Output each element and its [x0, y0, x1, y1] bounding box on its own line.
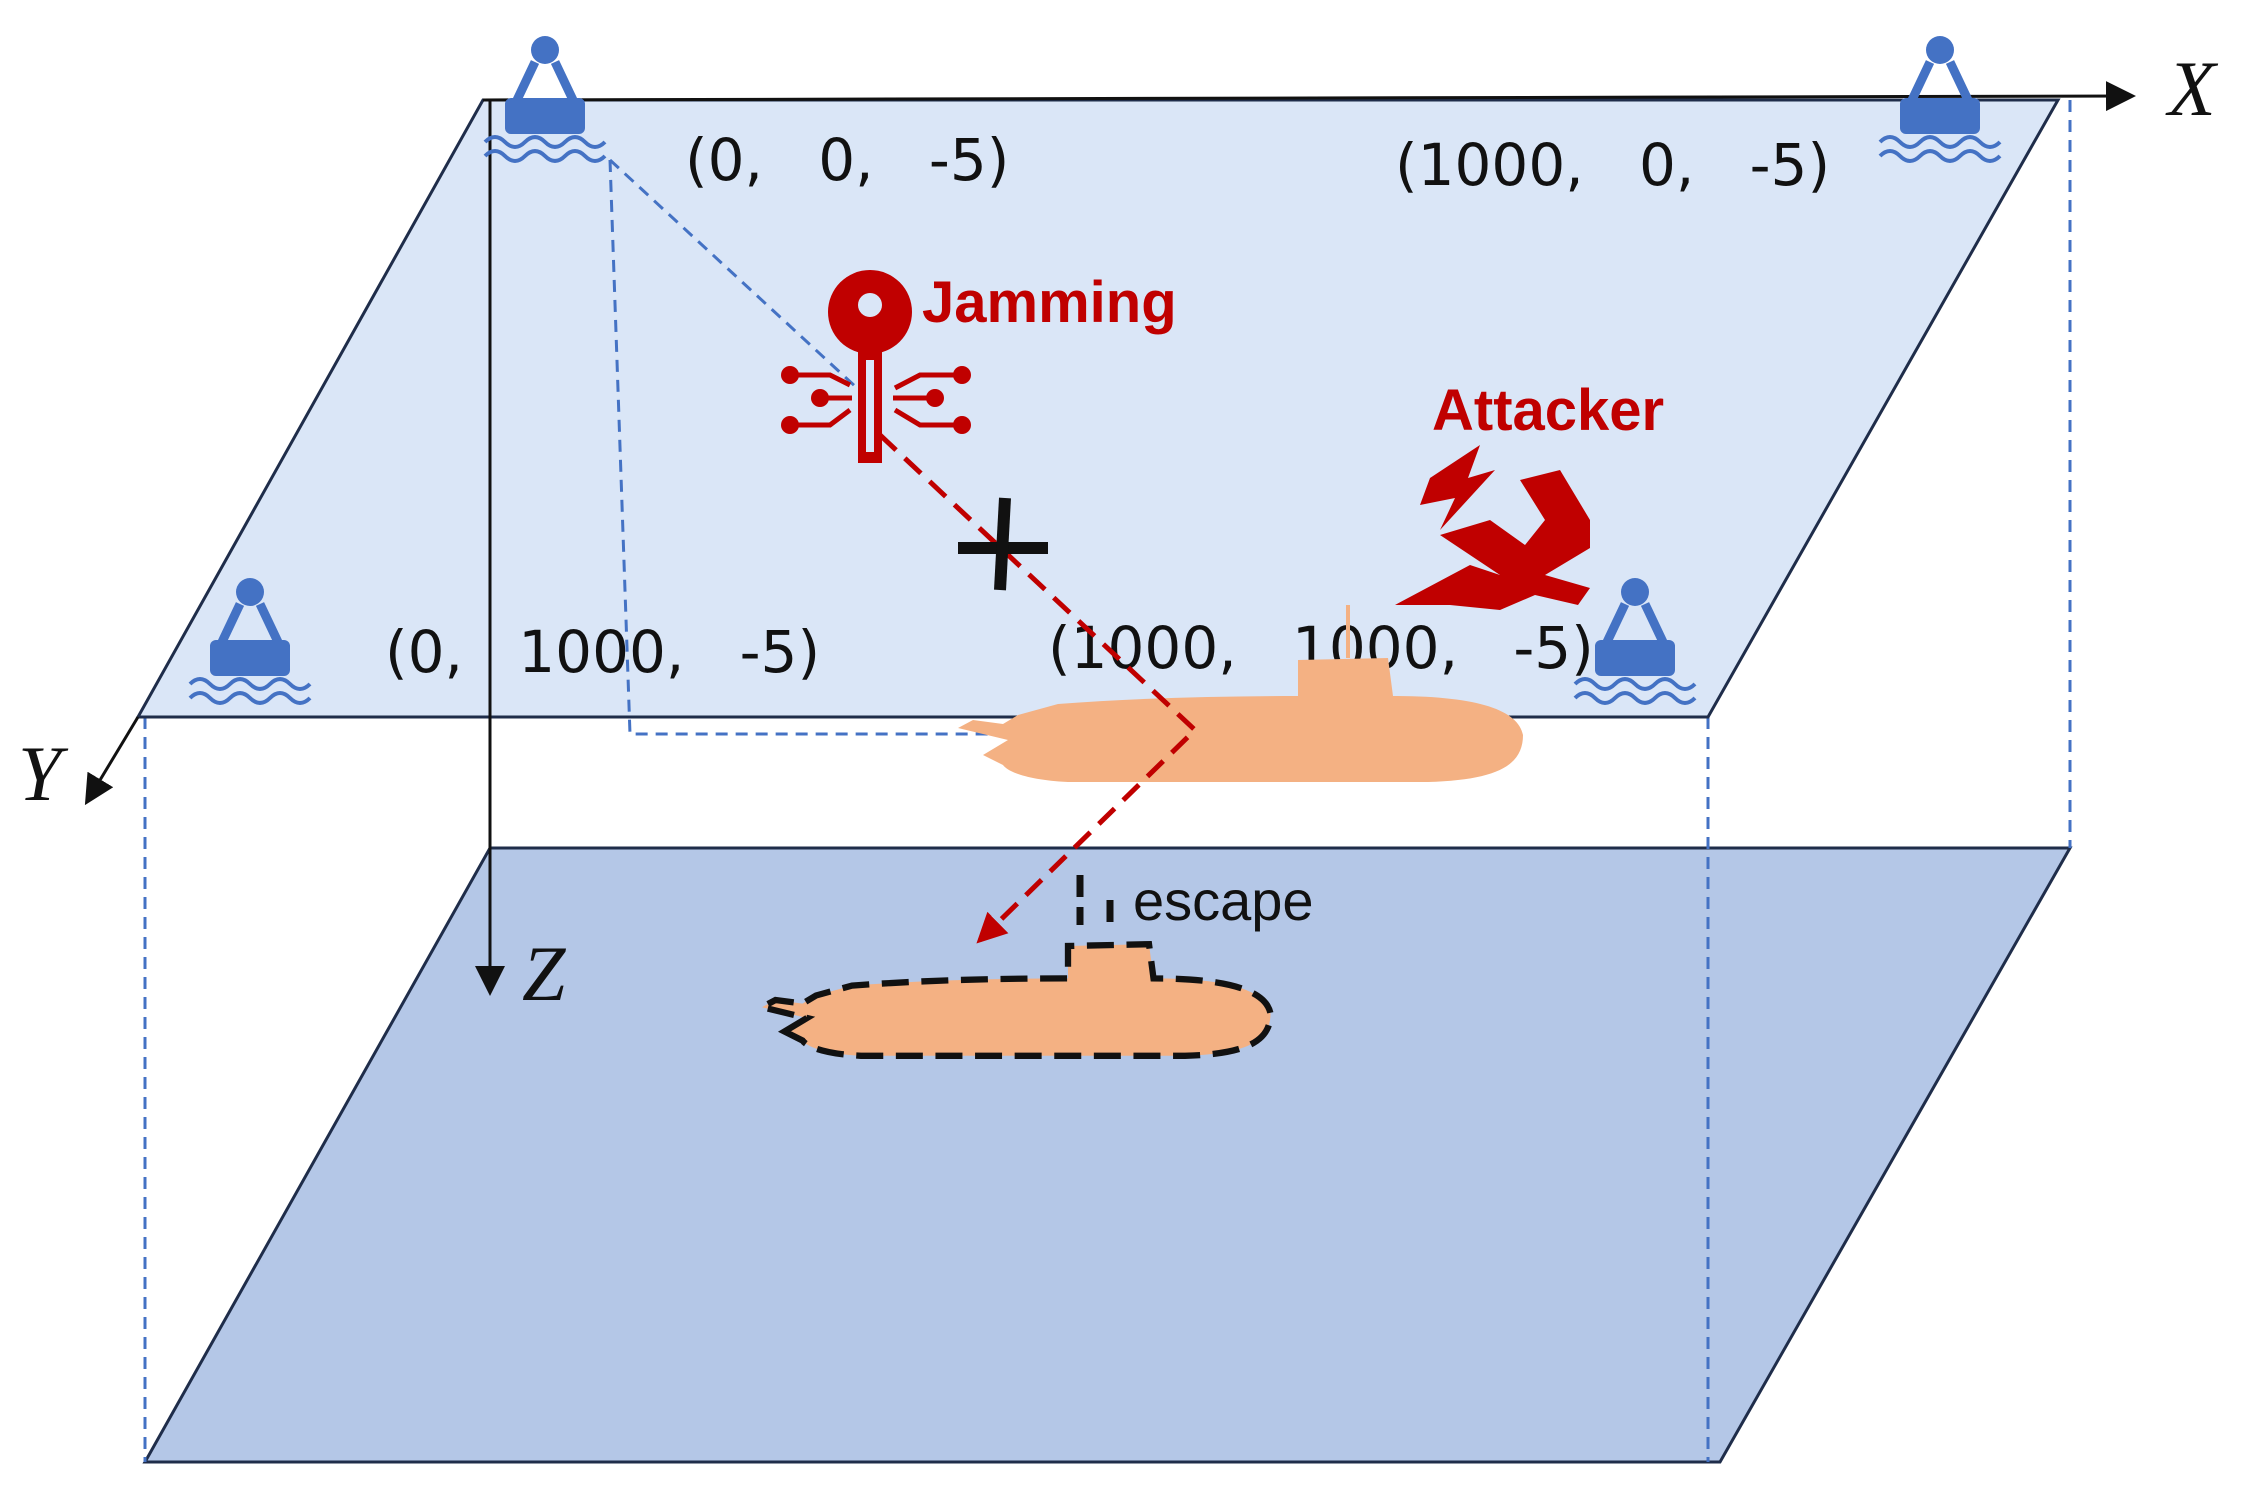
cross-icon: [958, 497, 1048, 591]
surface-plane: [135, 98, 2061, 719]
jamming-label: Jamming: [922, 270, 1177, 335]
x-axis: [482, 81, 2136, 112]
coord-origin: (0, 0, -5): [685, 126, 1009, 194]
escape-marker: [1076, 875, 1114, 925]
jamming-path: [878, 433, 1199, 944]
escape-label: escape: [1133, 869, 1314, 932]
attacker-label: Attacker: [1432, 378, 1664, 443]
seabed-plane: [142, 846, 2073, 1464]
coord-y-corner: (0, 1000, -5): [385, 618, 820, 686]
fighter-jet-icon: [1395, 445, 1590, 610]
y-axis: [84, 716, 140, 806]
z-axis-label: Z: [522, 930, 567, 1017]
y-axis-label: Y: [18, 730, 69, 817]
coord-x-corner: (1000, 0, -5): [1395, 131, 1830, 199]
key-circuit-icon: [781, 270, 971, 463]
x-axis-label: X: [2165, 45, 2219, 132]
submarine-icon: [958, 605, 1523, 782]
